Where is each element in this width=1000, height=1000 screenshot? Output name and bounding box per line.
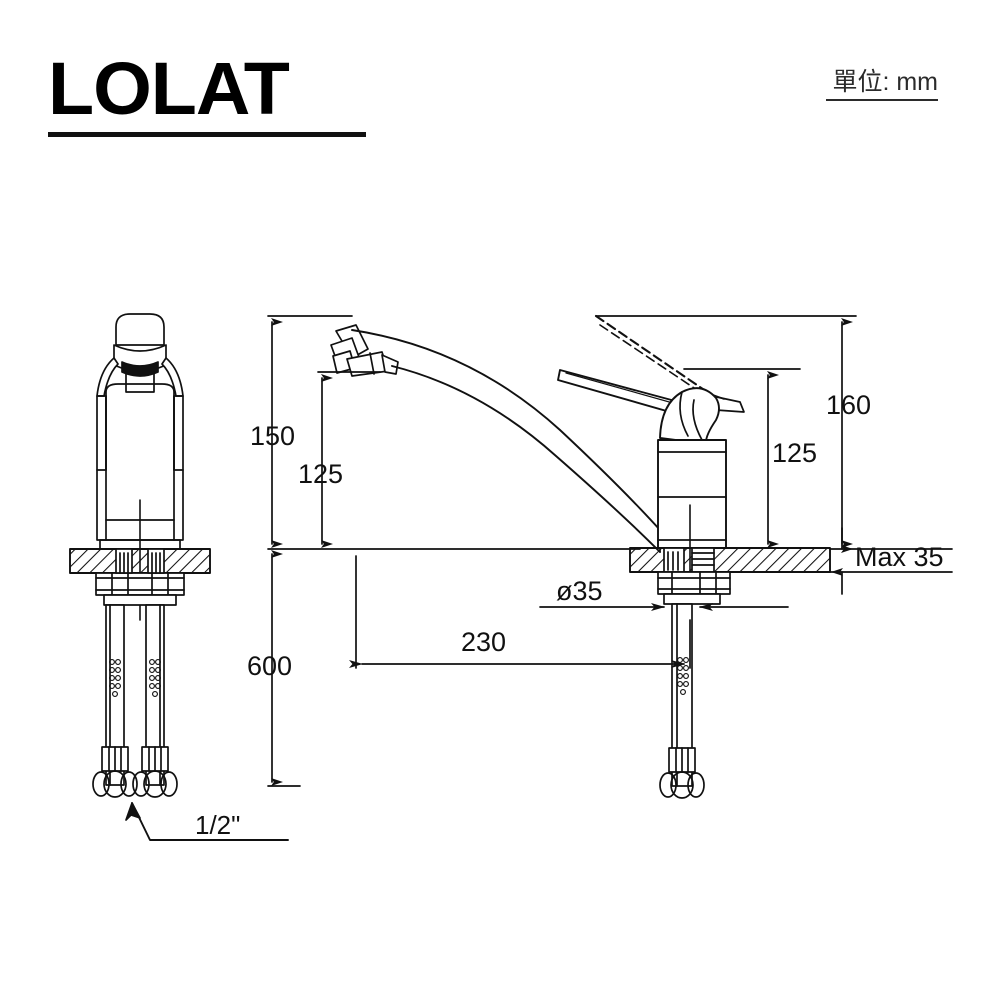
inlet-thread-leader	[125, 802, 289, 841]
unit-note-block: 單位: mm	[826, 66, 938, 101]
inlet-connector-left	[92, 770, 138, 798]
dimension-label-max-35: Max 35	[855, 542, 944, 572]
side-view-spout	[330, 324, 661, 553]
side-view-handle-body	[557, 314, 745, 621]
dimension-lines	[267, 315, 953, 787]
front-view-countertop	[69, 548, 211, 606]
front-view-supply-hoses	[92, 604, 178, 798]
dimension-label-inlet-thread: 1/2"	[195, 810, 241, 840]
front-view-group	[96, 313, 184, 621]
dimension-label-150: 150	[250, 421, 296, 451]
brand-underline	[48, 132, 366, 137]
brand-logo-block: LOLAT	[48, 48, 388, 137]
dimension-label-125-handle: 125	[772, 438, 818, 468]
dimension-label-230: 230	[461, 627, 507, 657]
brand-name: LOLAT	[48, 47, 290, 130]
dimension-label-600: 600	[247, 651, 293, 681]
dimension-label-diameter-35: ø35	[556, 576, 603, 606]
inlet-connector-right	[132, 770, 178, 798]
dimension-label-160: 160	[826, 390, 872, 420]
unit-note-label: 單位: mm	[832, 68, 938, 96]
dimension-label-125-spout: 125	[298, 459, 344, 489]
side-view-supply-hose	[659, 603, 705, 799]
unit-note-underline	[826, 99, 938, 101]
side-view-countertop	[629, 547, 831, 605]
